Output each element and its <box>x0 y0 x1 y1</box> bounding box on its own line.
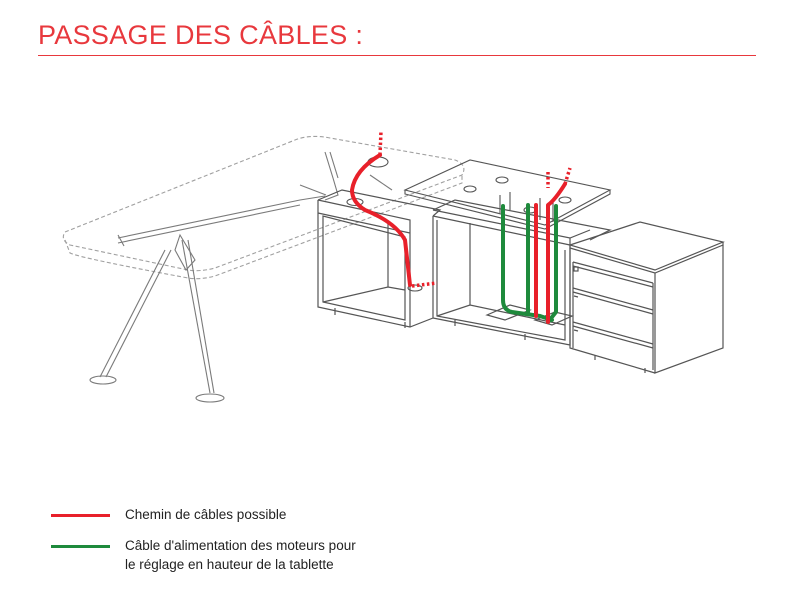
center-cabinet <box>432 199 612 346</box>
title-underline <box>38 55 756 56</box>
left-cabinet <box>317 189 442 328</box>
legend-label-cable-path: Chemin de câbles possible <box>125 507 287 522</box>
desk-top-outline <box>62 135 465 280</box>
center-shelf <box>403 159 612 230</box>
legend-label-motor-cable-line1: Câble d'alimentation des moteurs pour <box>125 538 356 553</box>
desk-frame <box>89 151 393 403</box>
cable-paths <box>350 153 567 324</box>
page-title: PASSAGE DES CÂBLES : <box>38 20 364 50</box>
legend-swatch-cable-path <box>51 514 110 517</box>
cable-path-arrows <box>378 130 572 288</box>
motor-cable-paths <box>501 203 558 324</box>
drawer-cabinet <box>567 221 725 374</box>
legend-swatch-motor-cable <box>51 545 110 548</box>
legend-label-motor-cable-line2: le réglage en hauteur de la tablette <box>125 557 334 572</box>
